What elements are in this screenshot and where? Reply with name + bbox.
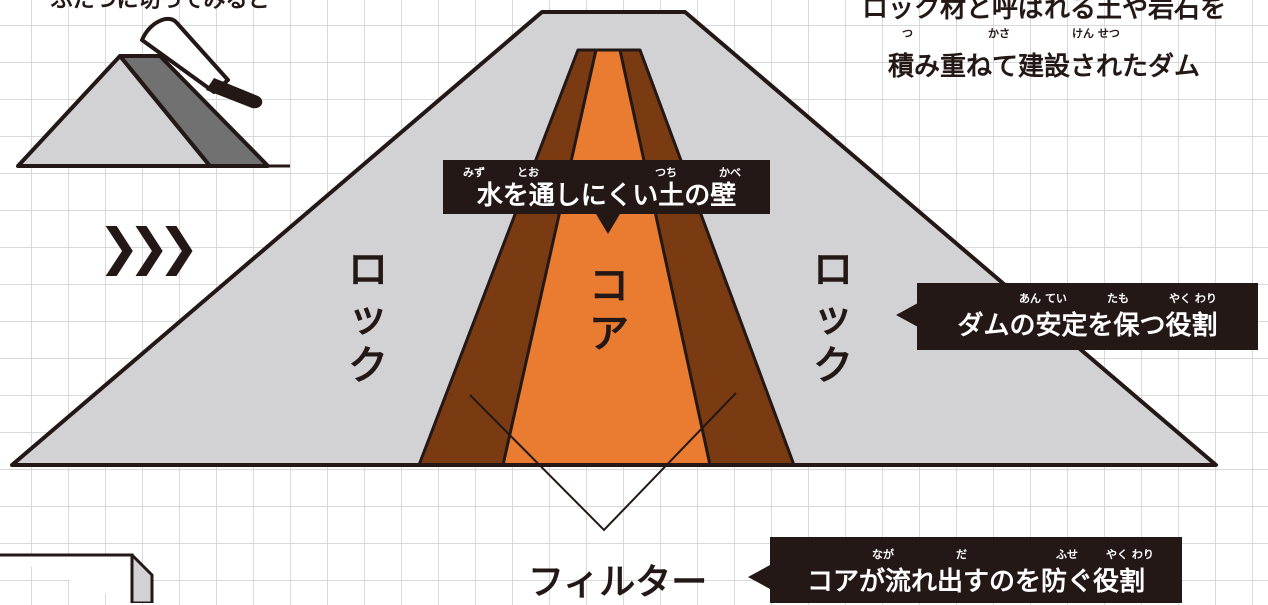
callout-filter-role-text: コアが流れ出すのを防ぐ役割	[806, 567, 1145, 597]
caption-line-2: 積み重ねて建設されたダム	[887, 52, 1200, 82]
caption-line-1: ロック材と呼ばれる土や岩石を	[861, 0, 1226, 24]
callout-core-pointer	[596, 214, 620, 234]
ruby-yakuwari: やく わり	[1169, 292, 1217, 305]
ruby-tsuchi: つち	[655, 166, 677, 179]
callout-filter-pointer	[748, 565, 770, 589]
chevron-right-triple-icon: ❯❯❯	[98, 218, 200, 276]
ruby-too: とお	[517, 166, 539, 179]
callout-core-wall: みず とお つち かべ 水を通しにくい土の壁	[443, 160, 770, 214]
label-core: コ ア	[589, 263, 629, 357]
filter-pointer-lines	[469, 392, 737, 532]
ruby-yakuwari-filter: やく わり	[1106, 548, 1154, 561]
callout-rock-role: あん てい たも やく わり ダムの安定を保つ役割	[917, 283, 1258, 350]
ruby-kensetsu: けん せつ	[1072, 27, 1120, 40]
ruby-tamo: たも	[1107, 292, 1129, 305]
ruby-tsu: つ	[902, 27, 913, 40]
ruby-kabe: かべ	[719, 166, 741, 179]
knife-icon	[140, 16, 263, 109]
ruby-fuse: ふせ	[1056, 548, 1078, 561]
caption-cut-in-two: ふたつに切ってみると	[50, 0, 270, 13]
ruby-mizu: みず	[463, 166, 485, 179]
caption-rockfill-dam: ロック材と呼ばれる土や岩石を 積み重ねて建設されたダム つ かさ けん せつ	[834, 0, 1254, 80]
callout-rock-pointer	[896, 303, 918, 327]
label-rock-left: ロ ッ ク	[348, 247, 388, 389]
label-rock-right: ロ ッ ク	[813, 247, 853, 389]
label-filter: フィルター	[528, 562, 708, 603]
next-panel-edge	[0, 553, 154, 603]
ruby-da: だ	[956, 548, 967, 561]
ruby-kasa: かさ	[988, 27, 1010, 40]
callout-filter-role: なが だ ふせ やく わり コアが流れ出すのを防ぐ役割	[770, 537, 1182, 603]
ruby-antei: あん てい	[1019, 292, 1067, 305]
callout-rock-role-text: ダムの安定を保つ役割	[957, 311, 1218, 341]
ruby-naga: なが	[872, 548, 894, 561]
mini-dam-icon	[16, 54, 290, 168]
callout-core-wall-text: 水を通しにくい土の壁	[476, 181, 737, 211]
